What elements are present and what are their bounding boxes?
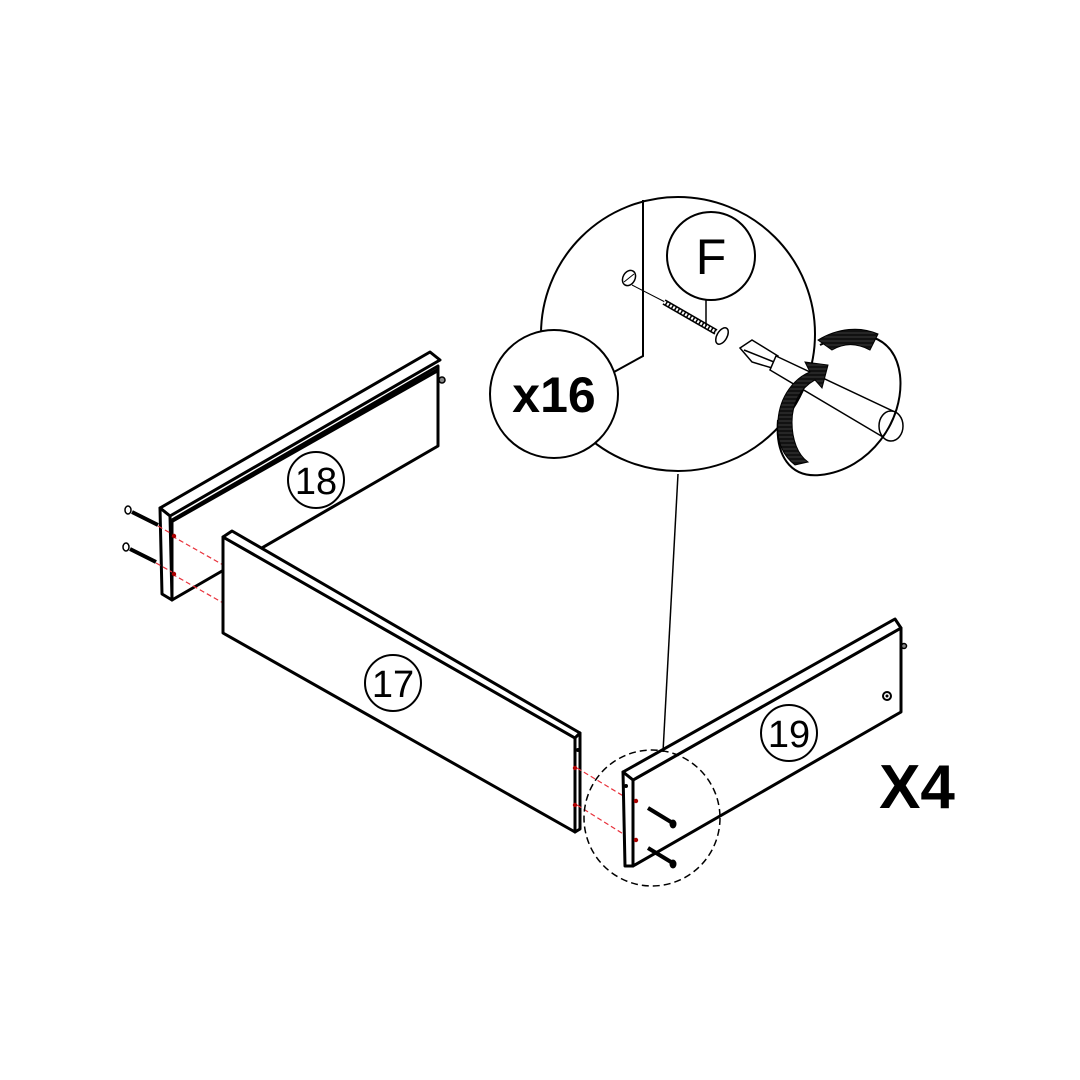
screw-icon xyxy=(662,299,729,345)
quantity-callout: x16 xyxy=(489,329,619,459)
hole-markers-19 xyxy=(624,784,639,843)
part-19-callout: 19 xyxy=(760,704,818,762)
hardware-f-callout: F xyxy=(666,211,756,326)
screw-icon xyxy=(646,806,677,869)
hardware-label: F xyxy=(696,229,727,285)
clockwise-rotation-icon xyxy=(776,328,902,477)
part-17-label: 17 xyxy=(372,664,414,706)
part-18-callout: 18 xyxy=(287,451,345,509)
screw-icon xyxy=(122,505,159,564)
part-19-label: 19 xyxy=(768,714,810,756)
part-18-label: 18 xyxy=(295,461,337,503)
quantity-label: x16 xyxy=(512,367,595,423)
hole-markers-17 xyxy=(572,748,580,808)
detail-highlight-circle xyxy=(583,749,721,887)
alignment-guides-left xyxy=(155,525,226,605)
hole-markers-18 xyxy=(171,533,177,577)
leader-line xyxy=(662,473,679,753)
repeat-count-label: X4 xyxy=(879,753,955,822)
part-17-callout: 17 xyxy=(364,654,422,712)
